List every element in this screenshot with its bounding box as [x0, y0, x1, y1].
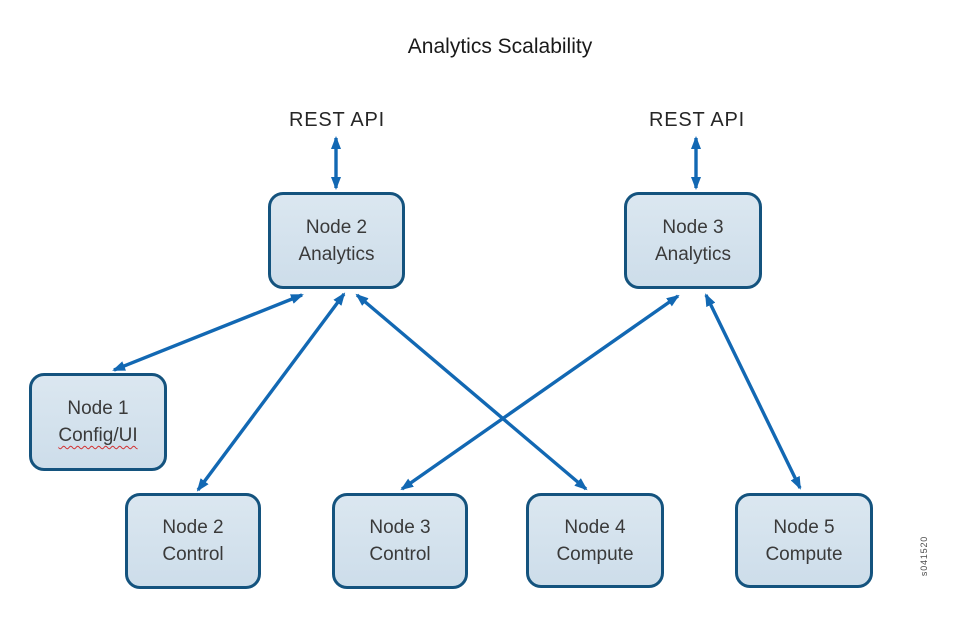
- node-2-control: Node 2 Control: [125, 493, 261, 589]
- rest-api-label: REST API: [288, 109, 386, 131]
- node-3-analytics: Node 3 Analytics: [624, 192, 762, 289]
- rest-api-label: REST API: [648, 109, 746, 131]
- node-2-analytics: Node 2 Analytics: [268, 192, 405, 289]
- node-label-line: Compute: [765, 543, 843, 565]
- node-label-line: Node 2: [162, 517, 224, 538]
- node-1-config-ui: Node 1 Config/UI: [29, 373, 167, 471]
- arrow-node-2-analytics-node-4-compute: [355, 293, 588, 491]
- node-label-line: Node 1: [67, 398, 129, 419]
- node-label-line: Analytics: [654, 243, 732, 265]
- arrow-node-3-analytics-node-5-compute: [704, 293, 802, 490]
- arrow-node-2-analytics-node-1-config-ui: [112, 293, 304, 372]
- node-5-compute: Node 5 Compute: [735, 493, 873, 588]
- node-label-line: Node 4: [564, 516, 626, 538]
- node-label-line: Node 3: [662, 216, 724, 238]
- diagram-title: Analytics Scalability: [407, 35, 593, 58]
- arrow-node-2-analytics-node-2-control: [196, 292, 346, 492]
- node-label-line: Control: [369, 544, 431, 565]
- node-label-line: Analytics: [298, 243, 375, 265]
- node-label-line: Node 2: [305, 216, 368, 238]
- node-label-line: Control: [162, 544, 224, 565]
- node-label-line: Config/UI: [58, 425, 138, 446]
- node-label-line: Node 5: [773, 516, 835, 538]
- node-label-line: Compute: [556, 543, 634, 565]
- node-4-compute: Node 4 Compute: [526, 493, 664, 588]
- node-label-line: Node 3: [369, 517, 431, 538]
- node-3-control: Node 3 Control: [332, 493, 468, 589]
- arrow-node-3-analytics-node-3-control: [400, 294, 680, 491]
